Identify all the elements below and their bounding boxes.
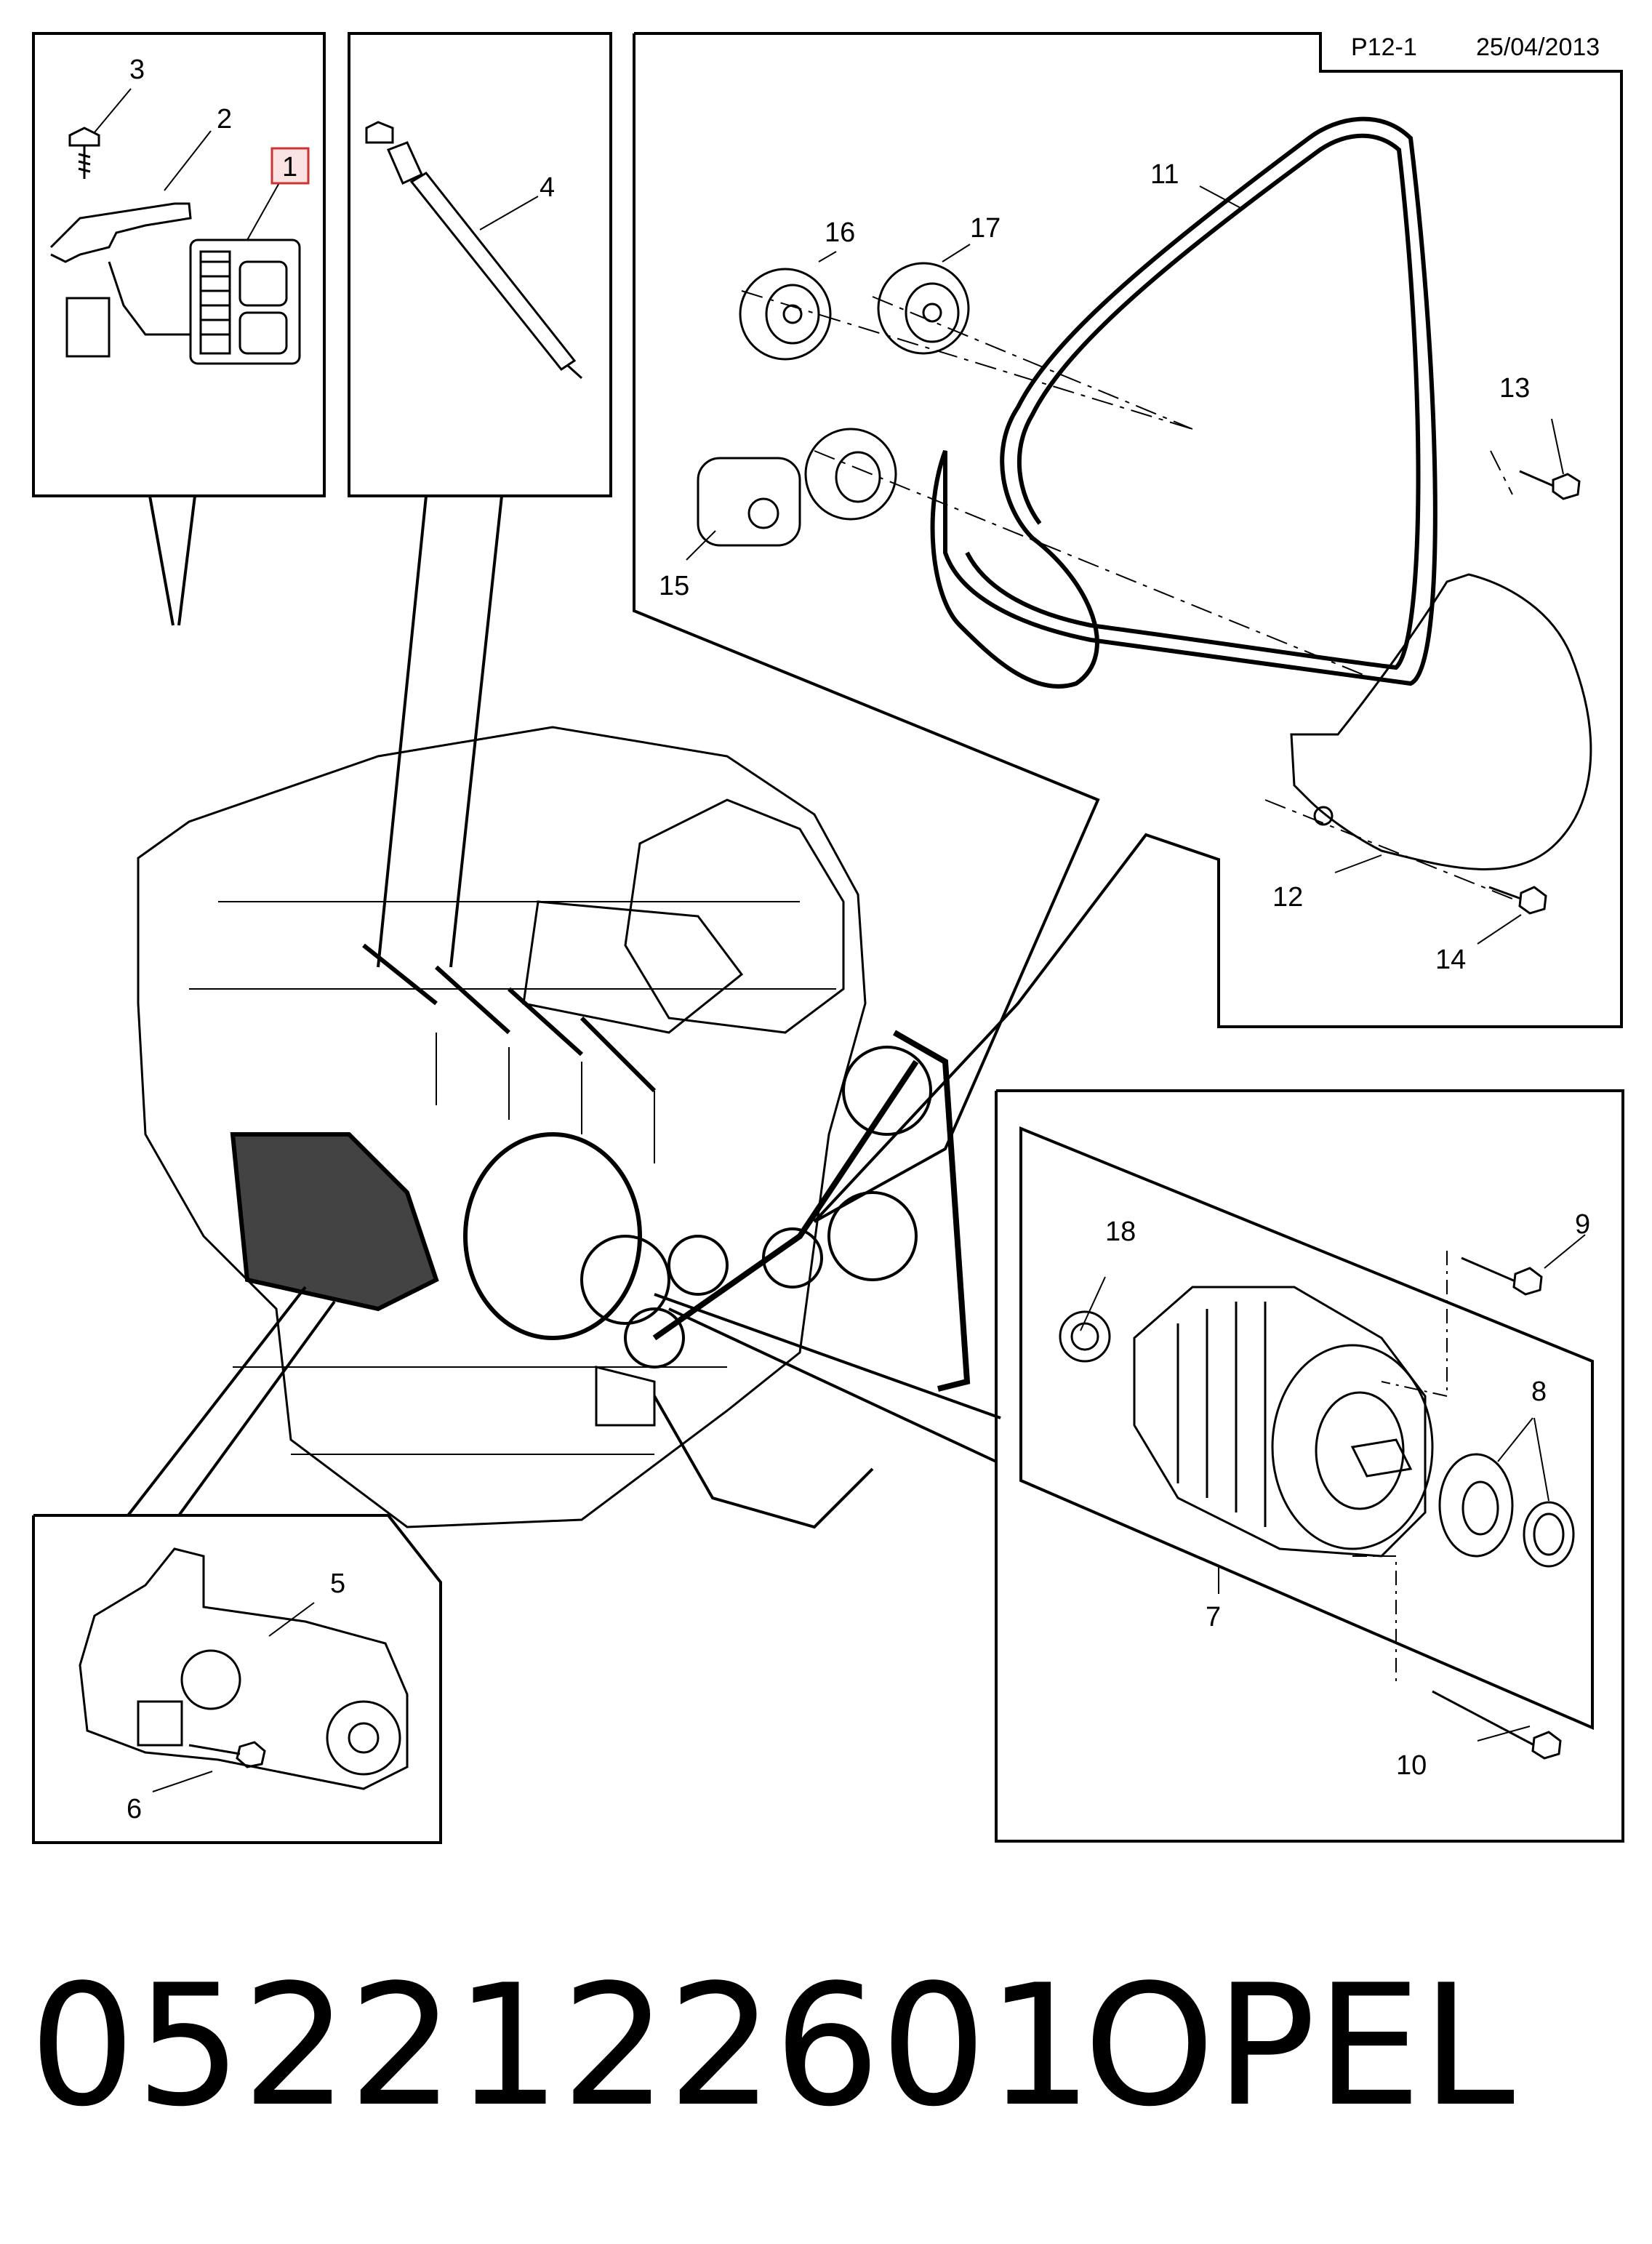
tensioner-icon xyxy=(697,428,897,547)
glow-plug-icon xyxy=(365,121,583,380)
callout-17: 17 xyxy=(970,213,1001,244)
cover-plate-icon xyxy=(1290,573,1592,870)
callout-15: 15 xyxy=(659,571,689,601)
callout-2: 2 xyxy=(217,104,232,135)
starter-motor-icon xyxy=(79,1547,409,1790)
idler-pulley-17-icon xyxy=(877,262,970,355)
part-number: 0522122601 xyxy=(29,1950,1094,2144)
callout-10: 10 xyxy=(1396,1750,1427,1781)
panel-alternator xyxy=(995,1089,1624,1843)
callout-8: 8 xyxy=(1531,1377,1547,1407)
callout-16: 16 xyxy=(825,217,855,248)
bracket-icon xyxy=(49,202,192,358)
panel-glow-plug xyxy=(348,32,612,968)
callout-7: 7 xyxy=(1206,1602,1221,1632)
callout-4: 4 xyxy=(540,172,555,203)
page-ref: P12-1 xyxy=(1351,33,1417,61)
callout-5: 5 xyxy=(330,1568,345,1599)
page-header: P12-1 25/04/2013 xyxy=(1351,33,1600,61)
callout-12: 12 xyxy=(1272,882,1303,913)
callout-1: 1 xyxy=(282,152,297,183)
callout-3: 3 xyxy=(129,55,145,85)
callout-18: 18 xyxy=(1105,1217,1136,1247)
relay-icon xyxy=(189,239,301,365)
panel-relay xyxy=(32,32,326,626)
bolt-14-icon xyxy=(1488,886,1547,915)
idler-pulley-16-icon xyxy=(739,268,832,361)
panel-belt xyxy=(633,32,1623,1223)
engine-icon xyxy=(137,726,971,1529)
bolt-6-icon xyxy=(188,1741,266,1768)
washer-18-icon xyxy=(1059,1310,1111,1363)
panel-starter xyxy=(32,1514,442,1844)
callout-11: 11 xyxy=(1150,159,1179,190)
callout-13: 13 xyxy=(1499,373,1530,404)
alternator-icon xyxy=(1133,1286,1434,1558)
bolt-9-icon xyxy=(1461,1257,1543,1296)
drive-belt-icon xyxy=(930,116,1438,689)
highlight-box xyxy=(270,147,310,185)
callout-6: 6 xyxy=(127,1794,142,1824)
callout-14: 14 xyxy=(1435,945,1466,975)
bolt-10-icon xyxy=(1432,1690,1562,1760)
brand-name: OPEL xyxy=(1083,1950,1515,2144)
callout-9: 9 xyxy=(1575,1209,1590,1240)
date-label: 25/04/2013 xyxy=(1476,33,1600,61)
bolt-icon xyxy=(68,127,100,179)
pulley-8-icon xyxy=(1438,1453,1514,1558)
washer-8-icon xyxy=(1523,1501,1575,1568)
bolt-13-icon xyxy=(1519,470,1581,500)
